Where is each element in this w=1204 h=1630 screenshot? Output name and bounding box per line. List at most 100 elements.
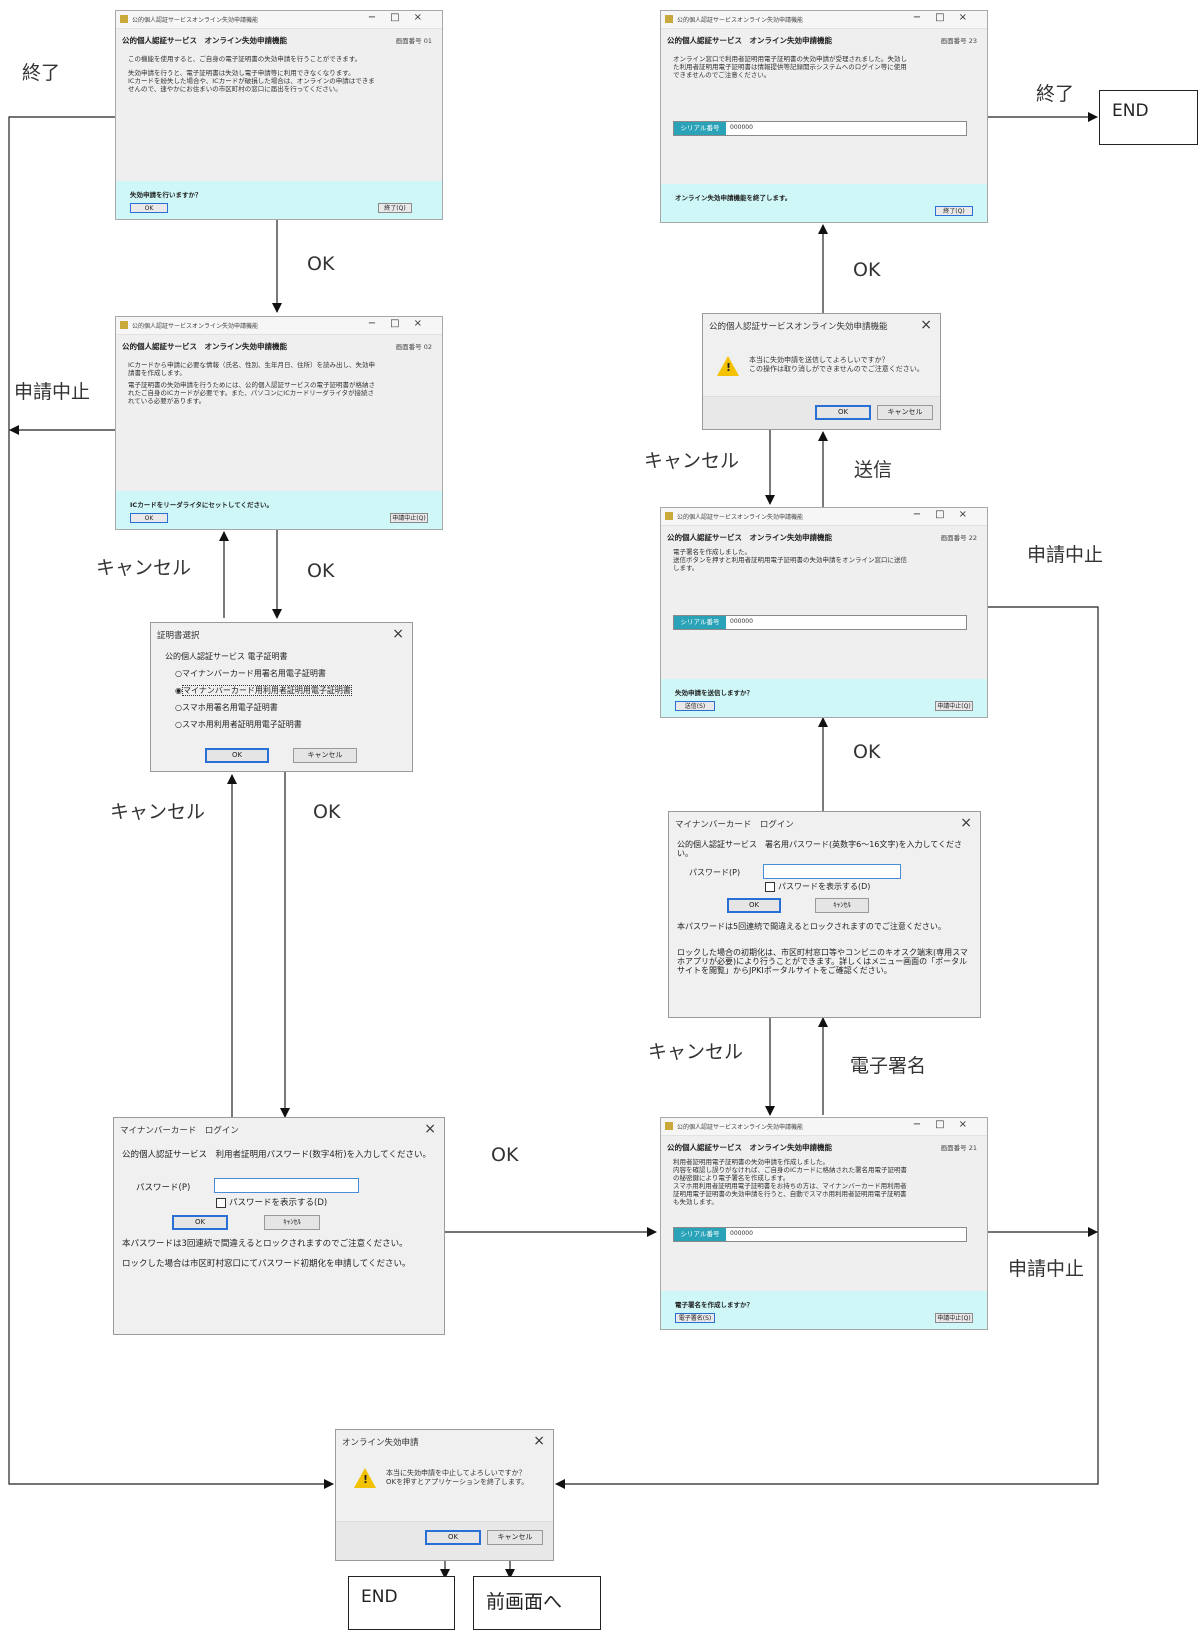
- close-icon[interactable]: ×: [920, 317, 932, 333]
- dialog-footer: OK キャンセル: [703, 396, 940, 429]
- screen-01: 公的個人認証サービスオンライン失効申請機能 −□× 公的個人認証サービス オンライ…: [115, 10, 443, 220]
- password-input[interactable]: [763, 864, 901, 879]
- end-box-right: END: [1099, 90, 1198, 145]
- login-note-reset: ロックした場合の初期化は、市区町村窓口等やコンビニのキオスク端末(専用スマホアプ…: [677, 948, 968, 975]
- close-icon[interactable]: ×: [960, 815, 972, 831]
- screen-number: 画面番号 21: [940, 1144, 977, 1152]
- dialog-title: 証明書選択: [157, 631, 200, 641]
- radio-option-selected[interactable]: ◉マイナンバーカード用利用者証明用電子証明書: [175, 685, 352, 696]
- arrow-s01-abort: [8, 116, 334, 1489]
- label-cancel-2: キャンセル: [110, 801, 206, 823]
- label-send: 送信: [854, 459, 893, 481]
- back-box: 前画面へ: [473, 1576, 601, 1630]
- ok-button[interactable]: OK: [130, 203, 168, 213]
- dialog-title: オンライン失効申請: [342, 1438, 419, 1448]
- serial-label: シリアル番号: [674, 122, 726, 135]
- app-icon: [120, 15, 128, 23]
- screen-02-titlebar: 公的個人認証サービスオンライン失効申請機能−□×: [116, 317, 442, 335]
- window-controls[interactable]: −□×: [367, 318, 436, 329]
- radio-option[interactable]: ○スマホ用署名用電子証明書: [175, 703, 278, 712]
- app-icon: [665, 1122, 673, 1130]
- confirm-message: 本当に失効申請を送信してよろしいですか？この操作は取り消しができませんのでご注意…: [749, 356, 924, 373]
- label-end-left: 終了: [22, 62, 61, 84]
- confirm-abort-dialog: オンライン失効申請 × ! 本当に失効申請を中止してよろしいですか？OKを押すと…: [335, 1429, 554, 1561]
- label-cancel-4: キャンセル: [648, 1041, 744, 1063]
- label-end-right: 終了: [1036, 83, 1075, 105]
- login-prompt: 公的個人認証サービス 署名用パスワード(英数字6～16文字)を入力してください。: [677, 840, 963, 858]
- close-icon[interactable]: ×: [392, 626, 404, 642]
- close-icon[interactable]: ×: [533, 1433, 545, 1449]
- abort-button[interactable]: 申請中止(Q): [390, 513, 428, 523]
- label-ok-6: OK: [853, 741, 881, 763]
- password-label: パスワード(P): [689, 868, 741, 877]
- serial-number-field: シリアル番号 000000: [673, 1227, 967, 1242]
- serial-value: 000000: [730, 618, 753, 625]
- screen-header: 公的個人認証サービス オンライン失効申請機能: [122, 36, 287, 45]
- cancel-button[interactable]: ｷｬﾝｾﾙ: [815, 898, 869, 913]
- window-controls[interactable]: −□×: [912, 1119, 981, 1130]
- group-label: 公的個人認証サービス 電子証明書: [165, 652, 288, 661]
- checkbox-icon: [765, 881, 775, 892]
- ok-button[interactable]: OK: [727, 898, 781, 913]
- ok-button[interactable]: OK: [130, 513, 168, 523]
- footer-question: 失効申請を行いますか？: [130, 191, 202, 199]
- end-box-bottom: END: [348, 1576, 455, 1630]
- screen-body: 利用者証明用電子証明書の失効申請を作成しました。内容を確認し誤りがなければ、ご自…: [673, 1158, 907, 1206]
- screen-footer: オンライン失効申請機能を終了します。 終了(Q): [661, 184, 987, 222]
- abort-button[interactable]: 申請中止(Q): [935, 701, 973, 711]
- screen-22: 公的個人認証サービスオンライン失効申請機能 −□× 公的個人認証サービス オンライ…: [660, 507, 988, 718]
- ok-button[interactable]: OK: [425, 1530, 481, 1545]
- ok-button[interactable]: OK: [205, 748, 269, 763]
- app-icon: [665, 512, 673, 520]
- show-password-checkbox[interactable]: パスワードを表示する(D): [216, 1196, 327, 1208]
- login-note-lock: 本パスワードは3回連続で間違えるとロックされますのでご注意ください。: [122, 1239, 408, 1249]
- close-icon[interactable]: ×: [424, 1121, 436, 1137]
- window-controls[interactable]: −□×: [912, 12, 981, 23]
- footer-question: ICカードをリーダライタにセットしてください。: [130, 501, 274, 509]
- screen-01-titlebar: 公的個人認証サービスオンライン失効申請機能 −□×: [116, 11, 442, 29]
- footer-question: 電子署名を作成しますか？: [675, 1301, 753, 1309]
- screen-number: 画面番号 23: [940, 37, 977, 45]
- label-cancel-3: キャンセル: [644, 450, 740, 472]
- screen-number: 画面番号 01: [395, 37, 432, 45]
- screen-header: 公的個人認証サービス オンライン失効申請機能: [667, 533, 832, 542]
- radio-option[interactable]: ○スマホ用利用者証明用電子証明書: [175, 720, 302, 729]
- label-cancel-1: キャンセル: [96, 557, 192, 579]
- screen-header: 公的個人認証サービス オンライン失効申請機能: [122, 342, 287, 351]
- label-abort-right-1: 申請中止: [1027, 544, 1104, 566]
- window-title: 公的個人認証サービスオンライン失効申請機能: [677, 514, 804, 521]
- window-title: 公的個人認証サービスオンライン失効申請機能: [132, 17, 259, 24]
- cancel-button[interactable]: キャンセル: [877, 405, 933, 420]
- quit-button[interactable]: 終了(Q): [378, 203, 412, 213]
- password-input[interactable]: [214, 1178, 359, 1193]
- window-controls[interactable]: −□×: [367, 12, 436, 23]
- cancel-button[interactable]: ｷｬﾝｾﾙ: [264, 1215, 320, 1230]
- cancel-button[interactable]: キャンセル: [487, 1530, 543, 1545]
- login-note-lock: 本パスワードは5回連続で間違えるとロックされますのでご注意ください。: [677, 922, 946, 931]
- serial-value: 000000: [730, 1230, 753, 1237]
- ok-button[interactable]: OK: [815, 405, 871, 420]
- label-abort-right-2: 申請中止: [1008, 1258, 1085, 1280]
- window-controls[interactable]: −□×: [912, 509, 981, 520]
- radio-option[interactable]: ○マイナンバーカード用署名用電子証明書: [175, 669, 326, 678]
- send-button[interactable]: 送信(S): [675, 701, 715, 711]
- serial-label: シリアル番号: [674, 1228, 726, 1241]
- app-icon: [120, 321, 128, 329]
- screen-footer: 電子署名を作成しますか？ 電子署名(S) 申請中止(Q): [661, 1291, 987, 1329]
- footer-question: 失効申請を送信しますか？: [675, 689, 753, 697]
- ok-button[interactable]: OK: [172, 1215, 228, 1230]
- screen-body: この機能を使用すると、ご自身の電子証明書の失効申請を行うことができます。 失効申…: [128, 55, 375, 93]
- cert-radio-group: ○マイナンバーカード用署名用電子証明書 ◉マイナンバーカード用利用者証明用電子証…: [175, 665, 352, 733]
- label-abort-left: 申請中止: [14, 381, 91, 403]
- screen-21-titlebar: 公的個人認証サービスオンライン失効申請機能−□×: [661, 1118, 987, 1136]
- label-ok-2: OK: [307, 560, 335, 582]
- abort-button[interactable]: 申請中止(Q): [935, 1313, 973, 1323]
- show-password-checkbox[interactable]: パスワードを表示する(D): [765, 881, 870, 892]
- quit-button[interactable]: 終了(Q): [935, 206, 973, 216]
- cancel-button[interactable]: キャンセル: [293, 748, 357, 763]
- login-prompt: 公的個人認証サービス 利用者証明用パスワード(数字4桁)を入力してください。: [122, 1150, 432, 1160]
- arrow-abort-right: [555, 606, 1099, 1489]
- sign-button[interactable]: 電子署名(S): [675, 1313, 715, 1323]
